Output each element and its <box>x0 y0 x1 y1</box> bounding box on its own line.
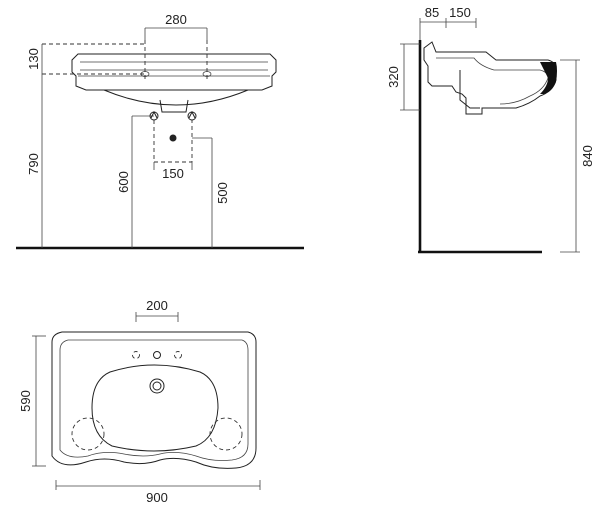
top-drain-inner <box>152 381 162 391</box>
dim-side-150-label: 150 <box>449 5 471 20</box>
top-bowl <box>91 364 219 452</box>
dim-840-label: 840 <box>580 145 595 167</box>
top-soap-well-left <box>71 417 105 451</box>
dim-590-label: 590 <box>18 390 33 412</box>
side-basin-inner <box>436 57 549 105</box>
top-soap-well-right <box>209 417 243 451</box>
dim-150-label: 150 <box>162 166 184 181</box>
dim-320-label: 320 <box>386 66 401 88</box>
dim-130-label: 130 <box>26 48 41 70</box>
front-basin-top <box>71 53 277 91</box>
side-view: 85 150 320 840 <box>386 5 595 254</box>
top-basin-inner-rim <box>59 339 249 461</box>
front-view: 280 130 790 600 500 150 <box>16 12 304 250</box>
front-pedestal-outline <box>153 120 193 163</box>
side-trap <box>459 70 480 109</box>
front-basin-bowl <box>103 89 249 106</box>
dim-200-label: 200 <box>146 298 168 313</box>
dim-900-label: 900 <box>146 490 168 505</box>
dim-500-label: 500 <box>215 182 230 204</box>
top-drain-icon <box>149 378 165 394</box>
dim-85-label: 85 <box>425 5 439 20</box>
top-tap-hole-right-icon <box>174 351 182 359</box>
dim-790-label: 790 <box>26 153 41 175</box>
front-basin-trap <box>159 99 189 113</box>
drain-pipe-icon <box>169 134 177 142</box>
valve-left-mark <box>150 110 158 119</box>
top-basin-outline <box>51 331 257 469</box>
valve-right-mark <box>188 110 196 119</box>
front-basin-rim <box>78 61 270 77</box>
valve-right-icon <box>187 111 197 121</box>
top-tap-hole-center-icon <box>153 351 161 359</box>
dim-600-label: 600 <box>116 171 131 193</box>
side-basin-outline <box>423 41 557 115</box>
dim-280-label: 280 <box>165 12 187 27</box>
side-basin-front-lip <box>540 62 557 94</box>
top-tap-hole-left-icon <box>132 351 140 359</box>
top-view: 200 590 900 <box>18 298 261 505</box>
